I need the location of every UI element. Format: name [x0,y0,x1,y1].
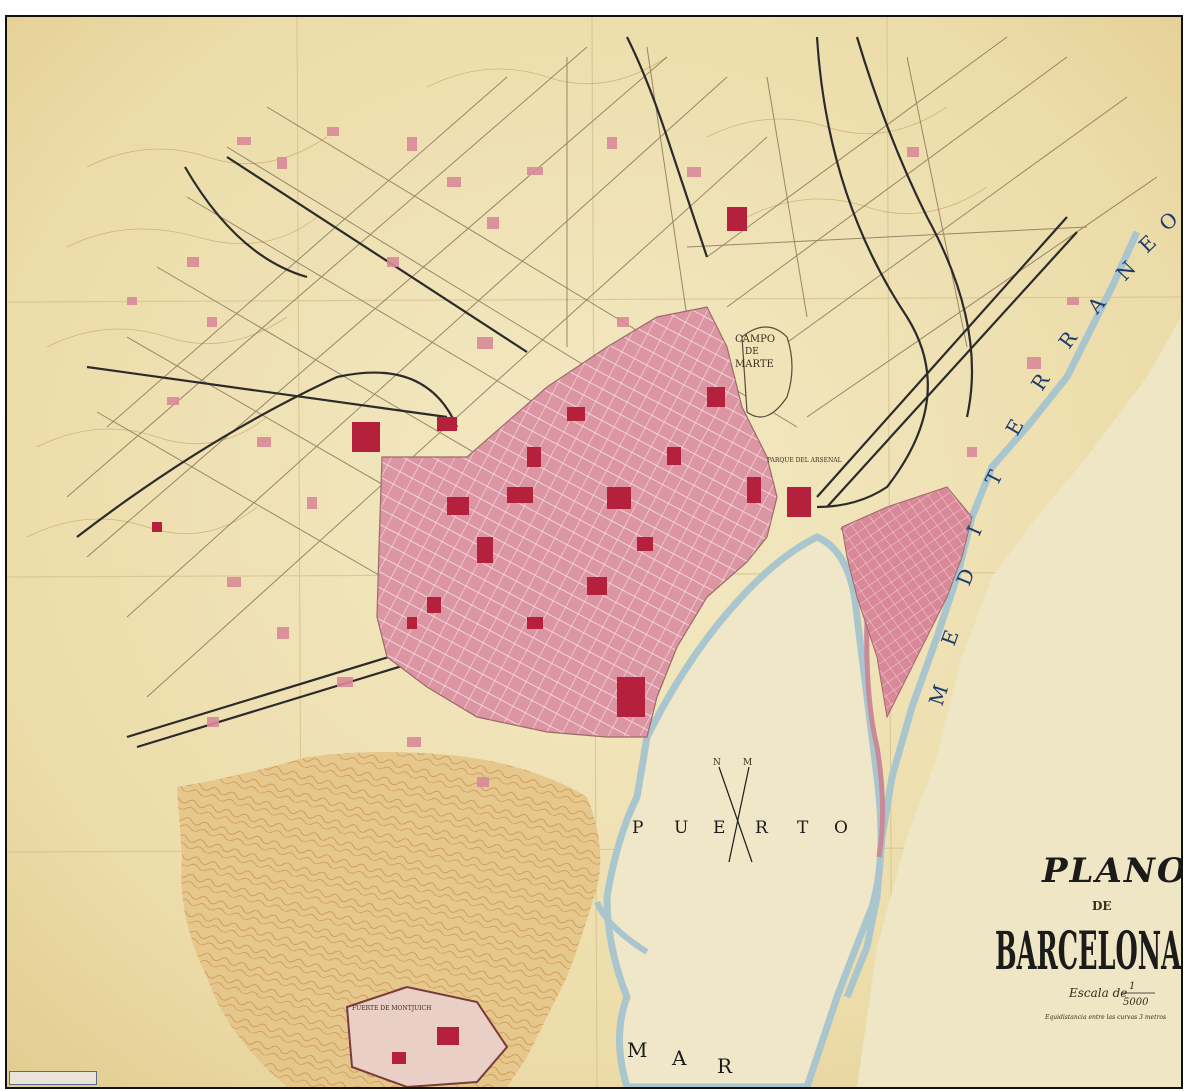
west-pier [594,900,649,955]
montjuic-fortress [345,985,509,1087]
map-frame: N M CAMPO DE MARTE PARQUE DEL ARSENAL FU… [5,15,1183,1089]
equidistance-note: Equidistancia entre las curvas 3 metros [1044,1014,1166,1021]
campo-label-2: DE [745,347,759,357]
compass-n-label: N [713,758,721,768]
puerto-letter: P [632,818,643,838]
old-city [376,306,778,738]
mar-letter: A [671,1046,687,1070]
campo-label-3: MARTE [735,359,774,370]
parque-label: PARQUE DEL ARSENAL [767,457,842,464]
puerto-letter: E [713,818,725,838]
compass-rose [718,766,753,863]
fuerte-label: FUERTE DE MONTJUICH [352,1005,431,1012]
sea-area [857,317,1181,1087]
scale-denominator: 5000 [1123,997,1149,1008]
suburban-buildings [127,127,1079,787]
mar-letter: R [717,1054,733,1078]
title-cartouche: PLANO DE BARCELONA Escala de 1 5000 Equi… [995,851,1181,1021]
ciutadella-park [741,326,793,418]
puerto-letter: T [797,818,809,838]
mar-label: M A R [627,1038,733,1078]
compass-m-label: M [743,758,752,768]
title-de: DE [1092,899,1112,913]
puerto-label: P U E R T O [632,818,848,838]
contour-lines [26,56,988,538]
railways [76,36,1078,749]
scale-numerator: 1 [1129,981,1135,992]
campo-label-1: CAMPO [735,334,775,345]
puerto-letter: U [674,818,688,838]
montjuic-hill [177,752,601,1087]
barceloneta-district [841,486,973,719]
puerto-letter: O [834,818,848,838]
archive-stamp [9,1071,97,1085]
scale-label: Escala de [1068,986,1127,1000]
title-barcelona: BARCELONA [995,921,1181,982]
title-plano: PLANO [1041,851,1181,891]
puerto-letter: R [755,818,769,838]
barcelona-historic-map: N M CAMPO DE MARTE PARQUE DEL ARSENAL FU… [7,17,1181,1087]
public-buildings [152,207,811,717]
mar-letter: M [627,1038,647,1062]
